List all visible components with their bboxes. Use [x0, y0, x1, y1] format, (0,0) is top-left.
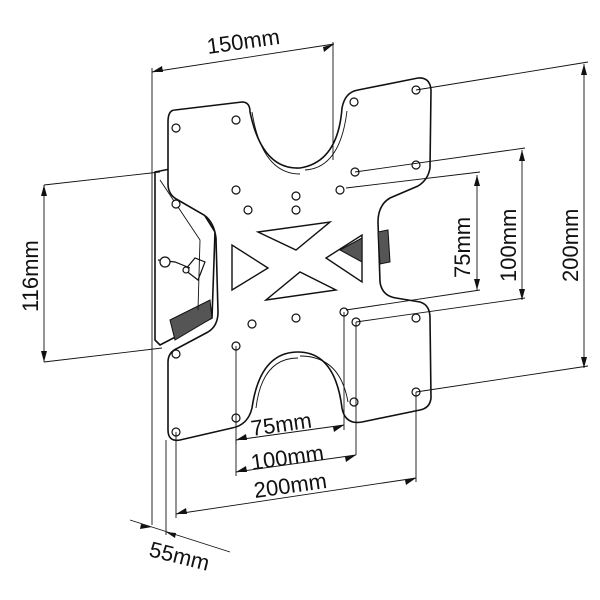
dim-100-bottom — [235, 322, 357, 476]
side-knob-icon — [377, 229, 391, 265]
knob-icon — [159, 256, 171, 268]
label-200mm-vertical: 200mm — [558, 209, 583, 282]
x-cutout-bottom — [263, 271, 339, 302]
label-100mm-vertical: 100mm — [496, 209, 521, 282]
vesa-plate — [167, 77, 432, 442]
x-cutout-left — [231, 243, 270, 292]
label-75mm-bottom: 75mm — [249, 408, 313, 441]
label-55mm: 55mm — [147, 537, 212, 576]
tilt-knob-icon — [184, 257, 206, 281]
dim-200-bottom — [175, 392, 417, 518]
dim-116 — [41, 171, 163, 363]
label-75mm-vertical: 75mm — [450, 217, 475, 278]
dim-100-vertical — [354, 147, 526, 323]
dim-55 — [129, 440, 231, 553]
dim-200-vertical — [415, 61, 589, 393]
dim-75-vertical — [345, 171, 481, 311]
dim-75-bottom — [235, 312, 345, 444]
x-cutout-top — [255, 220, 333, 251]
label-116mm: 116mm — [18, 240, 43, 312]
dim-150 — [151, 42, 335, 525]
